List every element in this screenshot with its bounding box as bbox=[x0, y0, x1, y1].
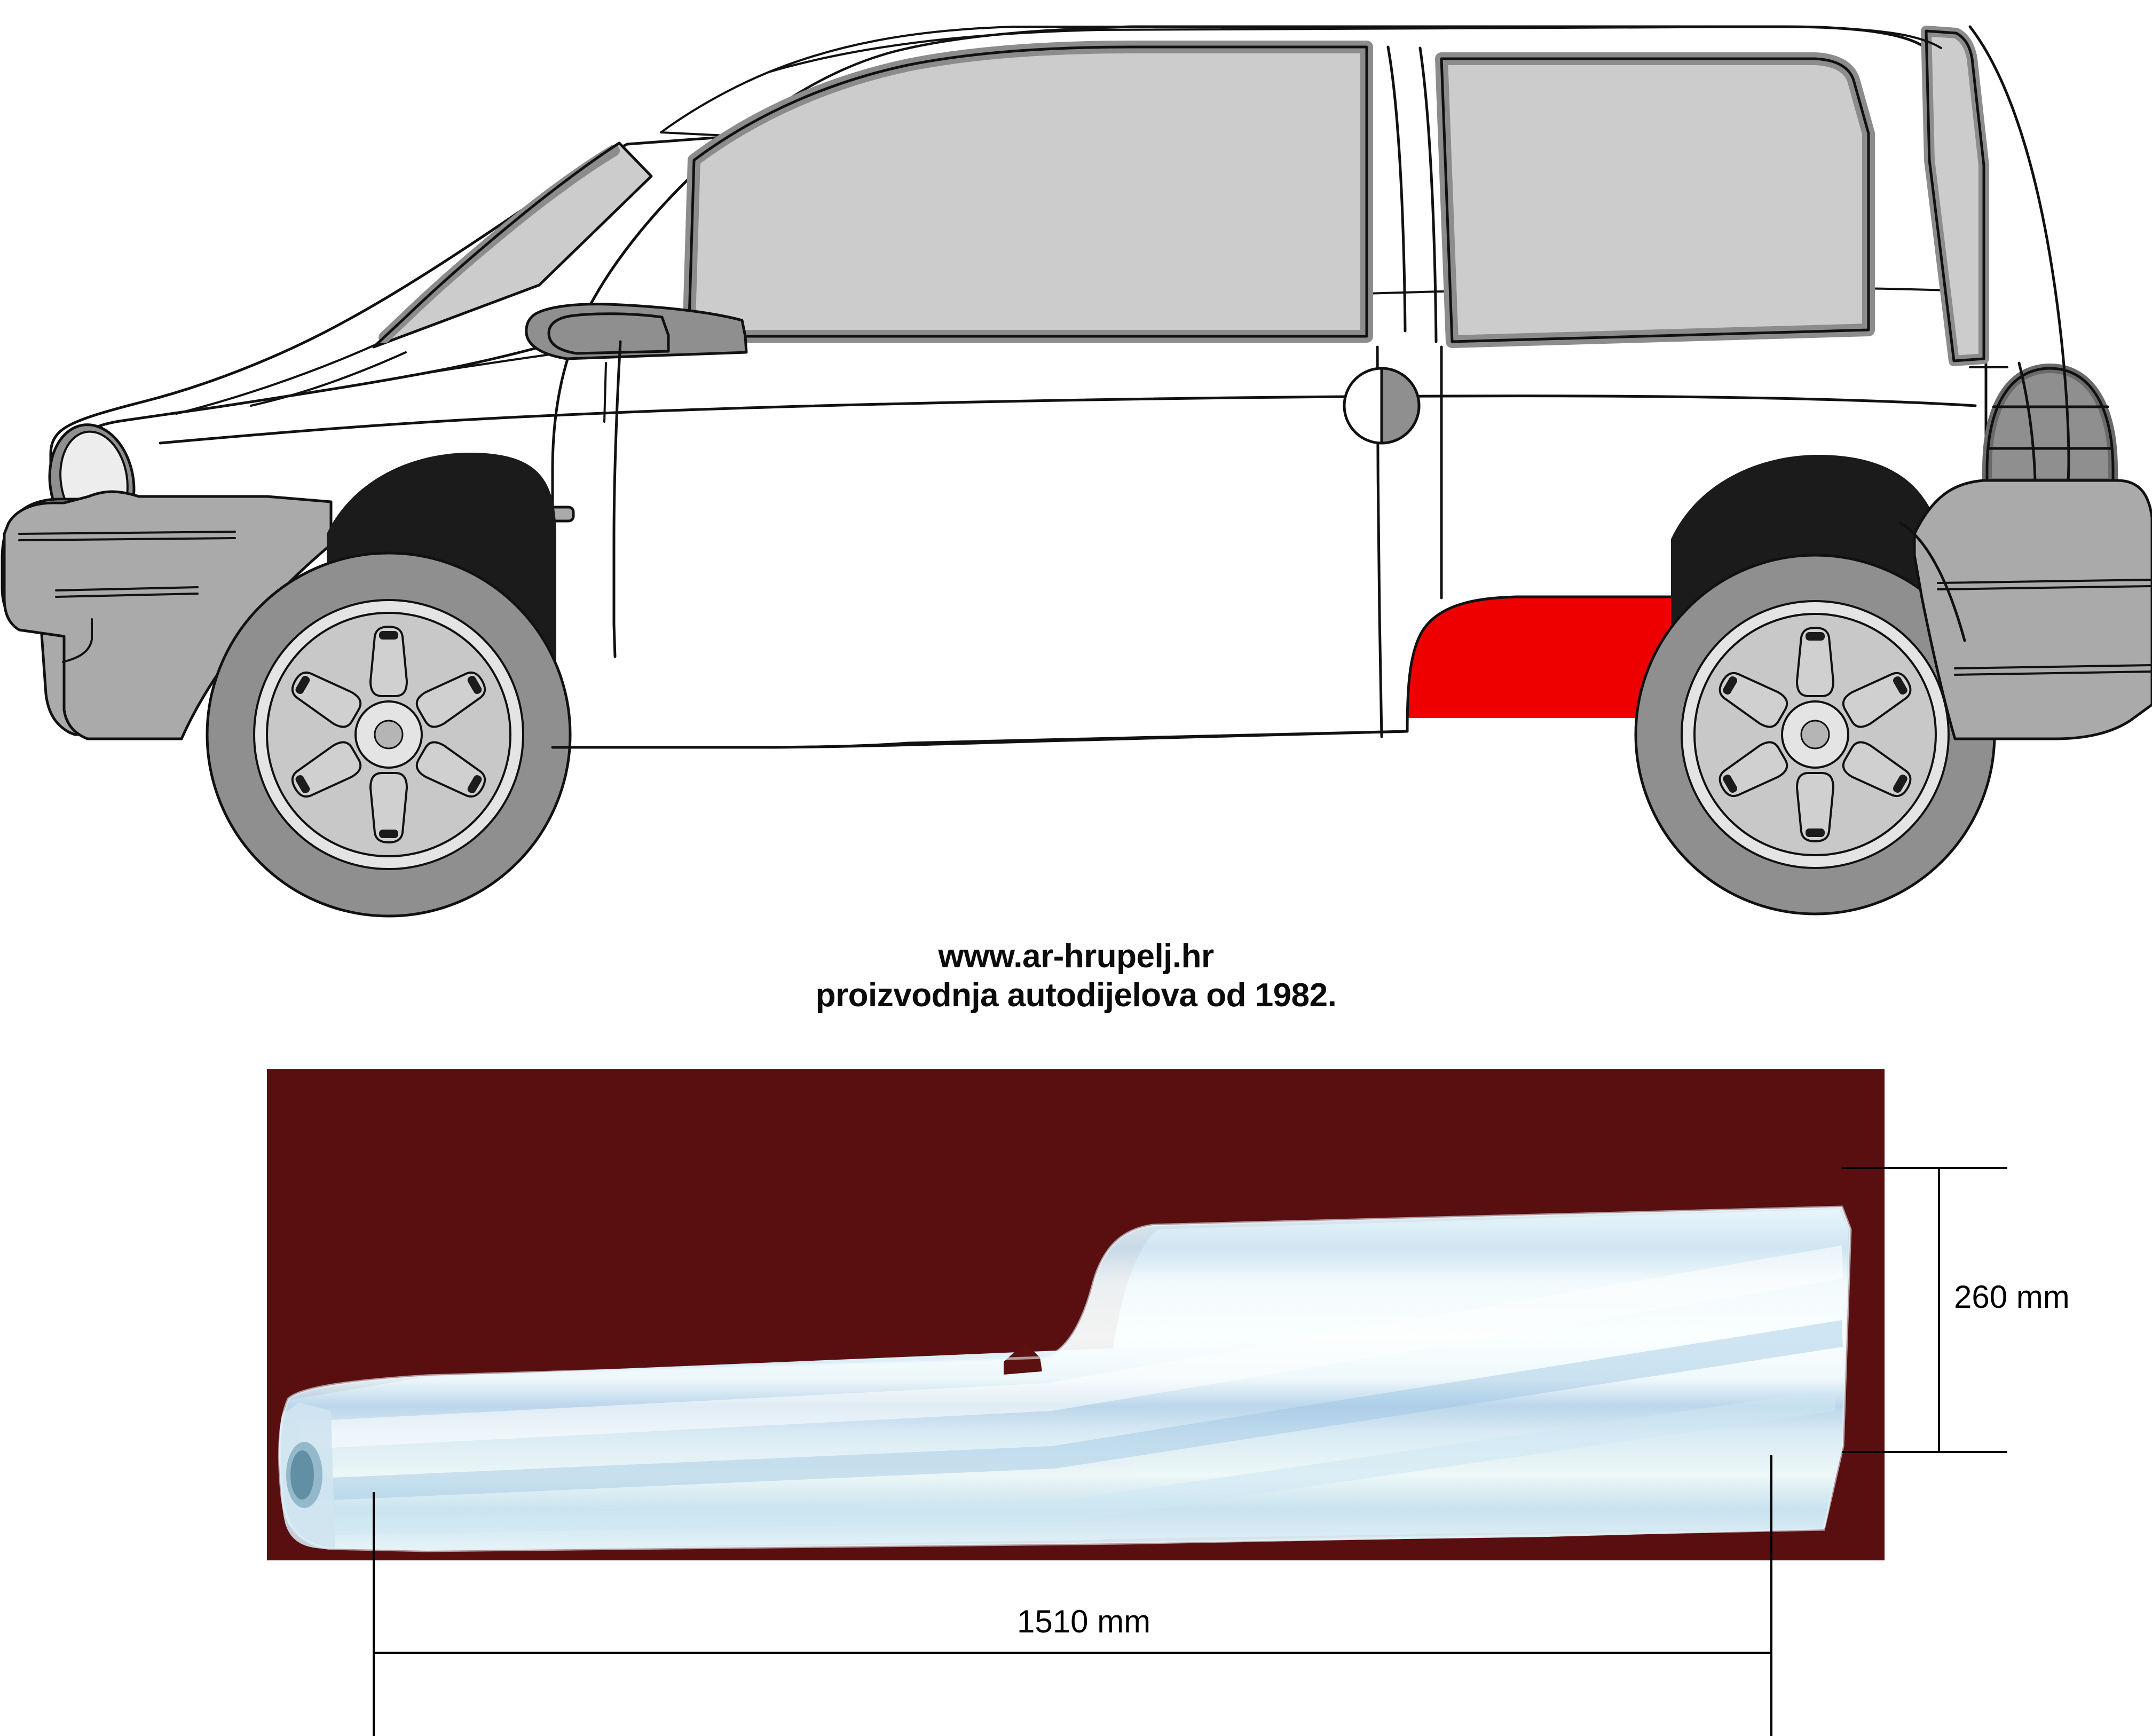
product-photo bbox=[267, 1069, 1885, 1560]
height-dimension-label: 260 mm bbox=[1954, 1279, 2070, 1315]
rear-bumper bbox=[1914, 480, 2152, 739]
panel-left-endcap bbox=[280, 1402, 335, 1549]
length-dimension-label: 1510 mm bbox=[1017, 1603, 1150, 1640]
branding-text-block: www.ar-hrupelj.hr proizvodnja autodijelo… bbox=[0, 937, 2152, 1015]
rear-quarter-window bbox=[1441, 59, 1869, 342]
car-side-profile-illustration bbox=[0, 0, 2152, 940]
fuel-filler-cap bbox=[1344, 368, 1419, 443]
company-tagline: proizvodnja autodijelova od 1982. bbox=[0, 976, 2152, 1015]
website-url: www.ar-hrupelj.hr bbox=[0, 937, 2152, 976]
front-wheel bbox=[207, 553, 570, 916]
taillight bbox=[1987, 368, 2113, 483]
